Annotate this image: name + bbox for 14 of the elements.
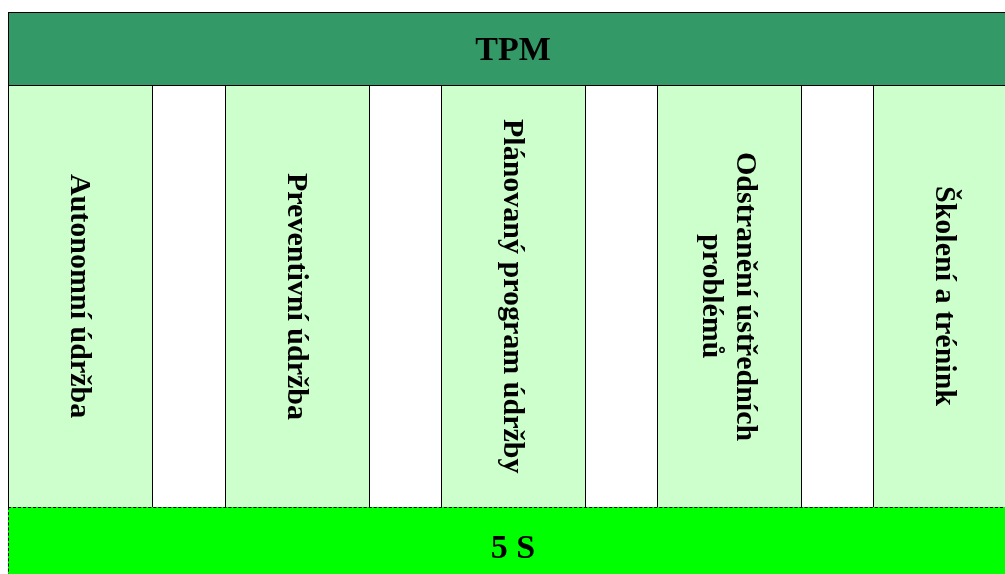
pillar-label: Autonomní údržba [63,174,98,419]
pillar [8,85,153,508]
band-label: TPM [475,30,551,68]
pillar [873,85,1005,508]
foundation-band [8,507,1005,574]
pillar [441,85,586,508]
pillar-label: Školení a trénink [928,186,963,407]
pillar [657,85,802,508]
pillar [225,85,370,508]
band-label: 5 S [490,528,536,566]
pillar-label: Plánovaný program údržby [496,119,531,474]
pillar-label: Odstranění ústředních problémů [695,150,764,444]
roof-band [8,12,1005,86]
pillar-label: Preventivní údržba [280,173,315,420]
